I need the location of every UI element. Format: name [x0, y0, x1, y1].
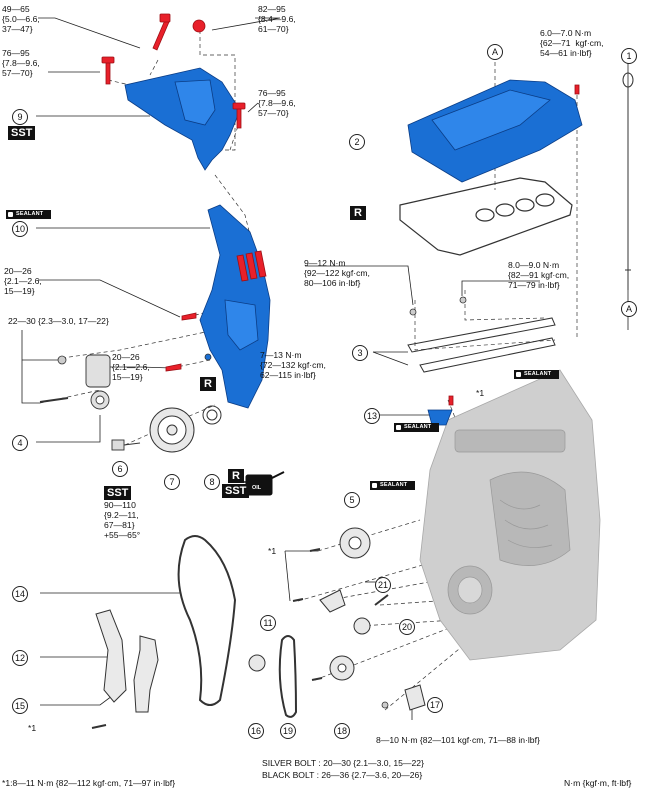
callout-6: 6 [112, 461, 128, 477]
star-marker: *1 [28, 723, 37, 733]
torque-label-5: 6.0—7.0 N·m {62—71 kgf·cm, 54—61 in·lbf} [540, 28, 604, 58]
sealant-tag: SEALANT [514, 370, 560, 379]
sst-badge: SST [104, 486, 132, 500]
callout-3: 3 [352, 345, 368, 361]
callout-5: 5 [344, 492, 360, 508]
oil-can-icon [235, 471, 285, 496]
chain-tensioner [319, 589, 346, 613]
torque-label-6: 20—26 {2.1—2.6, 15—19} [4, 266, 42, 296]
callout-15: 15 [12, 698, 28, 714]
callout-14: 14 [12, 586, 28, 602]
callout-21: 21 [375, 577, 391, 593]
r-badge: R [350, 206, 366, 220]
sealant-tag: SEALANT [6, 210, 52, 219]
callout-12: 12 [12, 650, 28, 666]
callout-1: 1 [621, 48, 637, 64]
callout-20: 20 [399, 619, 415, 635]
oil-level-gauge [622, 72, 634, 290]
silver-bolt-torque: SILVER BOLT : 20—30 {2.1—3.0, 15—22} [262, 758, 424, 768]
torque-label-1: 49—65 {5.0—6.6, 37—47} [2, 4, 40, 34]
drive-belt-auto-tensioner [85, 354, 111, 410]
callout-7: 7 [164, 474, 180, 490]
reference-marker-a: A [621, 301, 637, 317]
callout-2: 2 [349, 134, 365, 150]
sst-badge: SST [222, 484, 250, 498]
drive-belt [177, 535, 237, 706]
torque-label-12: 90—110 {9.2—11, 67—81} +55—65° [104, 500, 141, 540]
callout-9: 9 [12, 109, 28, 125]
callout-17: 17 [427, 697, 443, 713]
callout-13: 13 [364, 408, 380, 424]
torque-label-2: 82—95 {8.4—9.6, 61—70} [258, 4, 296, 34]
callout-16: 16 [248, 723, 264, 739]
star-footnote: *1:8—11 N·m {82—112 kgf·cm, 71—97 in·lbf… [2, 778, 176, 788]
camshaft-sprocket [339, 527, 371, 559]
torque-label-4: 76—95 {7.8—9.6, 57—70} [258, 88, 296, 118]
reference-marker-a: A [487, 44, 503, 60]
oil-label: OIL [252, 485, 262, 491]
engine-mount-bracket [124, 67, 241, 171]
callout-18: 18 [334, 723, 350, 739]
sealant-tag: SEALANT [370, 481, 416, 490]
sealant-tag: SEALANT [394, 423, 440, 432]
callout-4: 4 [12, 435, 28, 451]
black-bolt-torque: BLACK BOLT : 26—36 {2.7—3.6, 20—26} [262, 770, 423, 780]
torque-label-9: 22—30 {2.3—3.0, 17—22} [8, 316, 109, 326]
cylinder-head-cover-gasket [399, 177, 573, 256]
tensioner-arm [133, 635, 159, 713]
r-badge: R [200, 377, 216, 391]
torque-label-8: 8.0—9.0 N·m {82—91 kgf·cm, 71—79 in·lbf} [508, 260, 570, 290]
torque-label-10: 20—26 {2.1—2.6, 15—19} [112, 352, 150, 382]
timing-chain [278, 635, 298, 718]
star-marker: *1 [476, 388, 485, 398]
cylinder-head-cover [407, 79, 583, 183]
torque-label-7: 9—12 N·m {92—122 kgf·cm, 80—106 in·lbf} [304, 258, 370, 288]
r-badge: R [228, 469, 244, 483]
torque-label-13: 8—10 N·m {82—101 kgf·cm, 71—88 in·lbf} [376, 735, 540, 745]
callout-11: 11 [260, 615, 276, 631]
crankshaft-pulley-bolt [111, 439, 141, 451]
callout-10: 10 [12, 221, 28, 237]
callout-19: 19 [280, 723, 296, 739]
sst-badge: SST [8, 126, 36, 140]
timing-chain-guide-bolt [427, 409, 453, 426]
crankshaft-pulley [149, 407, 195, 453]
callout-8: 8 [204, 474, 220, 490]
star-marker: *1 [268, 546, 277, 556]
torque-label-11: 7—13 N·m {72—132 kgf·cm, 62—115 in·lbf} [260, 350, 326, 380]
torque-label-3: 76—95 {7.8—9.6, 57—70} [2, 48, 40, 78]
chain-pin [374, 594, 389, 606]
units-note: N·m {kgf·m, ft·lbf} [564, 778, 632, 788]
chain-guide [95, 609, 127, 703]
front-oil-seal [202, 405, 222, 425]
